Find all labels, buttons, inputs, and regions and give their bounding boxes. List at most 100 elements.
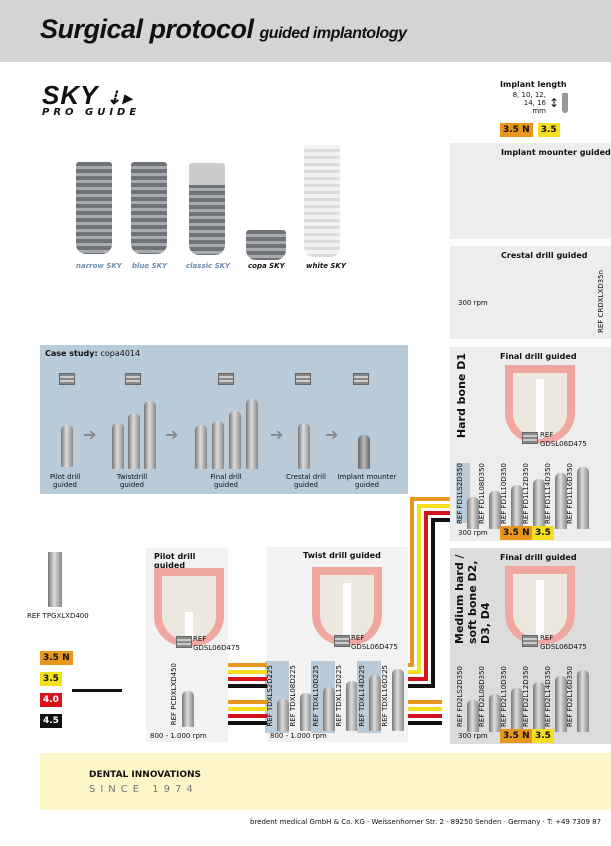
drill-ref: REF FD2L14D350: [544, 666, 552, 727]
wire: [408, 714, 442, 718]
drill-icon: [577, 670, 589, 732]
sleeve-icon: [522, 635, 538, 647]
crestal-ref: REF CRDXLXD35n: [597, 270, 605, 333]
tool-ref: REF TPGXLXD400: [27, 612, 89, 620]
wire: [408, 670, 421, 674]
footer-tagline: DENTAL INNOVATIONS: [89, 770, 202, 780]
badge-3-5n: 3.5 N: [500, 729, 533, 743]
tool-icon: [48, 552, 62, 607]
implant-label-narrow: narrow SKY: [76, 262, 122, 270]
pilot-drill-ref: REF PCDXLXD450: [170, 663, 178, 726]
implant-label-classic: classic SKY: [186, 262, 231, 270]
drill-ref: REF FD2LS2D350: [456, 666, 464, 727]
hard-final-title: Final drill guided: [500, 352, 577, 361]
drill-ref: REF TDXL10D225: [312, 665, 320, 727]
case-study-label: Case study:: [45, 349, 98, 358]
wire: [424, 511, 428, 677]
arrow-icon: ➔: [325, 425, 339, 444]
drill-icon: [577, 467, 589, 529]
footer-address: bredent medical GmbH & Co. KG · Weissenh…: [250, 818, 602, 826]
legend-swatch: 4.5: [40, 714, 62, 728]
drill-icon: [369, 675, 381, 731]
case-study-value: copa4014: [100, 349, 141, 358]
soft-rpm: 300 rpm: [458, 732, 488, 740]
legend-swatch: 4.0: [40, 693, 62, 707]
badge-3-5: 3.5: [537, 123, 560, 137]
pilot-drill-icon: [182, 691, 194, 727]
wire: [417, 504, 421, 670]
step-label: Pilot drill guided: [49, 473, 81, 489]
implant-mounter-panel: Implant mounter guided: [450, 143, 611, 239]
wire: [228, 721, 267, 725]
badge-3-5n: 3.5 N: [500, 123, 533, 137]
sleeve-icon: [522, 432, 538, 444]
highlight: [456, 463, 470, 523]
wire: [228, 707, 267, 711]
hard-bone-label: Hard bone D1: [455, 353, 468, 439]
drill-icon: [277, 699, 289, 731]
pilot-rpm: 800 - 1.000 rpm: [150, 732, 207, 740]
drill-ref: REF TDXLS2D225: [266, 665, 274, 727]
pilot-title: Pilot drill guided: [154, 552, 196, 570]
double-arrow-icon: ↕: [549, 96, 560, 110]
step-label: Crestal drill guided: [286, 473, 326, 489]
implant-white: [304, 145, 340, 257]
bone-illustration: [154, 568, 224, 646]
badge-3-5: 3.5: [532, 729, 554, 743]
wire: [408, 663, 414, 667]
sleeve-icon: [334, 635, 350, 647]
drill-icon: [555, 473, 567, 529]
drill-icon: [511, 485, 523, 529]
drill-icon: [323, 687, 335, 731]
wire: [424, 511, 450, 515]
wire: [228, 714, 267, 718]
wire: [228, 700, 267, 704]
wire: [408, 721, 442, 725]
drill-icon: [467, 497, 479, 529]
bone-illustration: [312, 567, 382, 645]
drill-icon: [467, 700, 479, 732]
wire: [408, 707, 442, 711]
crestal-rpm: 300 rpm: [458, 299, 488, 307]
hard-rpm: 300 rpm: [458, 529, 488, 537]
drill-ref: REF FD1L10D350: [500, 463, 508, 524]
wire: [228, 663, 267, 667]
wire: [410, 497, 450, 501]
twist-sleeve-code: GDSL06D475: [351, 643, 398, 651]
implant-length-label: Implant length: [500, 80, 567, 89]
implant-copa: [246, 230, 286, 260]
drill-ref: REF FD1LS2D350: [456, 463, 464, 524]
wire: [228, 670, 267, 674]
header-bar: [0, 0, 611, 62]
soft-bone-label: Medium hard / soft bone D2, D3, D4: [453, 554, 492, 644]
badge-3-5n: 3.5 N: [500, 526, 533, 540]
drill-ref: REF FD1L14D350: [544, 463, 552, 524]
legend-swatch: 3.5: [40, 672, 62, 686]
wire: [431, 518, 435, 684]
crestal-drill-panel: Crestal drill guided 300 rpm REF CRDXLXD…: [450, 246, 611, 339]
bone-illustration: [505, 365, 575, 443]
case-study-box: Case study: copa4014 ➔ ➔ ➔ ➔ Pilot drill…: [40, 345, 408, 494]
wire: [228, 677, 267, 681]
arrow-icon: ➔: [270, 425, 284, 444]
wire: [410, 497, 414, 663]
soft-final-title: Final drill guided: [500, 553, 577, 562]
drill-ref: REF TDXL14D225: [358, 665, 366, 727]
implant-narrow: [76, 162, 112, 254]
legend-swatch: 3.5 N: [40, 651, 73, 665]
sleeve-icon: [176, 636, 192, 648]
badge-3-5: 3.5: [532, 526, 554, 540]
implant-label-white: white SKY: [306, 262, 346, 270]
drill-ref: REF TDXL08D225: [289, 665, 297, 727]
twist-rpm: 800 - 1.000 rpm: [270, 732, 327, 740]
step-label: Implant mounter guided: [337, 473, 397, 489]
title-text: Surgical protocol: [40, 14, 254, 44]
twist-title: Twist drill guided: [303, 551, 381, 560]
drill-icon: [346, 681, 358, 731]
mounter-title: Implant mounter guided: [501, 148, 611, 157]
implant-length-values: 8, 10, 12, 14, 16 mm: [512, 91, 546, 115]
